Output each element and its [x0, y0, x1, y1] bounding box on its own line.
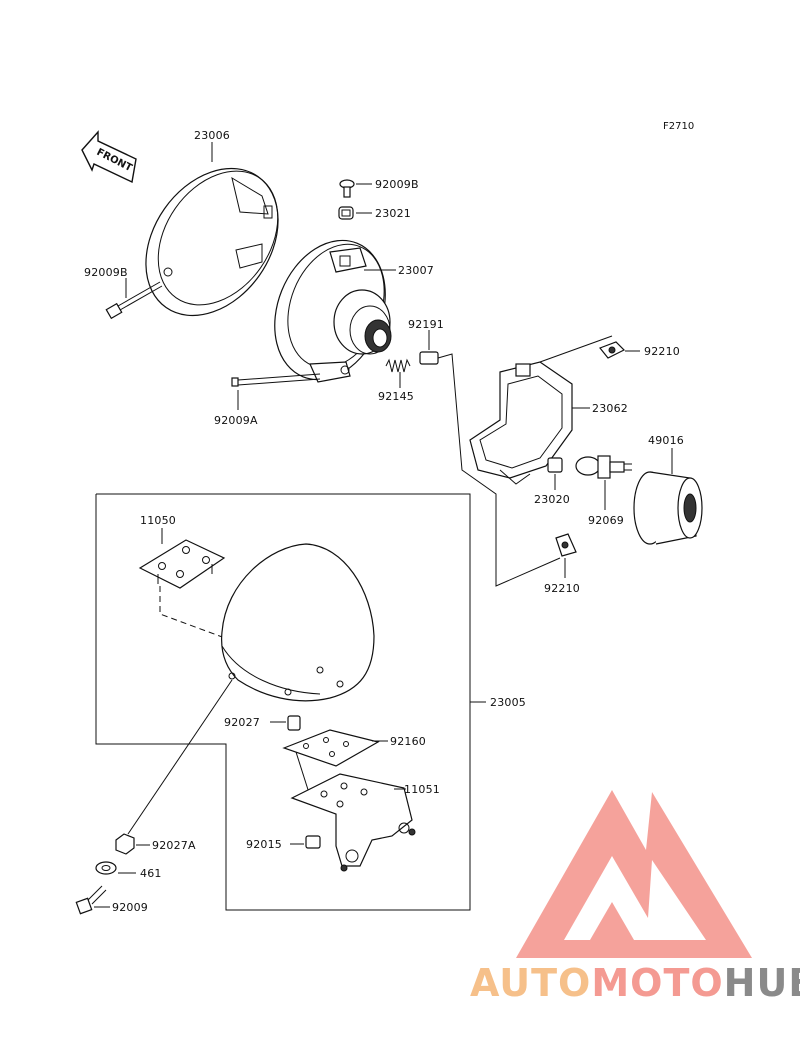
- watermark-hub: HUB: [724, 961, 800, 1005]
- label-23021: 23021: [375, 207, 411, 220]
- label-92009b-top: 92009B: [375, 178, 419, 191]
- figure-code: F2710: [663, 121, 694, 132]
- label-49016: 49016: [648, 434, 684, 447]
- label-92027a: 92027A: [152, 839, 196, 852]
- headlight-housing-23007: [274, 239, 392, 383]
- label-23005: 23005: [490, 696, 526, 709]
- label-92210-top: 92210: [644, 345, 680, 358]
- label-11051: 11051: [404, 783, 440, 796]
- label-92009: 92009: [112, 901, 148, 914]
- bracket-23062: [469, 361, 573, 485]
- nut-92015: [305, 835, 321, 849]
- assembly-box-23005: [95, 493, 471, 911]
- spring-92145: [385, 358, 411, 373]
- label-92027: 92027: [224, 716, 260, 729]
- automotohub-logo: [516, 790, 752, 958]
- label-92009b-left: 92009B: [84, 266, 128, 279]
- watermark-auto: AUTO: [470, 961, 591, 1005]
- label-92009a: 92009A: [214, 414, 258, 427]
- nut-92027a: [115, 833, 135, 855]
- plate-11050: [138, 539, 226, 589]
- label-23062: 23062: [592, 402, 628, 415]
- bracket-11051: [290, 773, 416, 872]
- screw-92009a: [231, 373, 321, 387]
- watermark-moto: MOTO: [591, 961, 723, 1005]
- headlight-rim-23006: [145, 167, 279, 317]
- label-23020: 23020: [534, 493, 570, 506]
- label-23006: 23006: [194, 129, 230, 142]
- label-461: 461: [140, 867, 162, 880]
- label-92069: 92069: [588, 514, 624, 527]
- label-92210-bottom: 92210: [544, 582, 580, 595]
- label-92160: 92160: [390, 735, 426, 748]
- plate-92160: [282, 729, 380, 767]
- bolt-92009: [75, 885, 107, 915]
- screw-92009b-left: [105, 281, 163, 320]
- label-11050: 11050: [140, 514, 176, 527]
- clip-92210-bottom: [555, 533, 577, 557]
- screw-92009b-top: [339, 179, 355, 198]
- grommet-23021: [338, 206, 354, 220]
- label-92191: 92191: [408, 318, 444, 331]
- nut-92191: [419, 351, 439, 365]
- headlight-cowl: [221, 543, 375, 702]
- dust-cover-49016: [633, 471, 703, 545]
- clip-92210-top: [599, 341, 626, 359]
- washer-461: [95, 861, 117, 875]
- watermark-text: AUTOMOTOHUB: [470, 961, 800, 1005]
- socket-23020: [547, 457, 563, 473]
- label-92015: 92015: [246, 838, 282, 851]
- nut-92027: [287, 715, 301, 731]
- bulb-92069: [575, 455, 632, 479]
- label-23007: 23007: [398, 264, 434, 277]
- front-arrow-icon: FRONT: [81, 130, 137, 184]
- label-92145: 92145: [378, 390, 414, 403]
